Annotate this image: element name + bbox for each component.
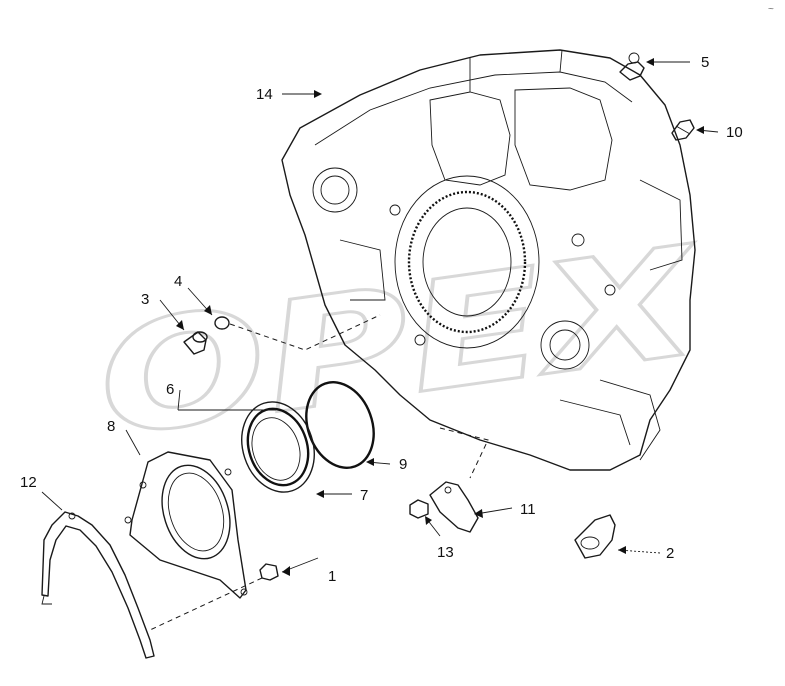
part-8-seal-housing: [124, 451, 248, 599]
part-11-cover: [429, 481, 479, 533]
callout-8: 8: [107, 418, 115, 435]
part-10-fitting: [671, 119, 695, 141]
callout-4: 4: [174, 273, 182, 290]
part-12-bracket: [41, 511, 155, 659]
callout-7: 7: [360, 487, 368, 504]
callout-2: 2: [666, 545, 674, 562]
callout-14: 14: [256, 86, 273, 103]
part-3-plug: [183, 331, 208, 355]
callout-3: 3: [141, 291, 149, 308]
callout-6: 6: [166, 381, 174, 398]
part-13-bolt: [409, 499, 429, 519]
watermark: OPEX: [88, 214, 715, 471]
leader-11: [439, 427, 489, 479]
corner-mark: ~: [768, 4, 774, 15]
part-2-bracket: [574, 514, 616, 559]
callout-5: 5: [701, 54, 709, 71]
callout-leaders: [41, 58, 719, 576]
flywheel-housing: [281, 49, 696, 471]
callout-labels: 1 2 3 4 5 6 7 8 9 10 11 12 13 14: [20, 54, 743, 585]
callout-1: 1: [328, 568, 336, 585]
callout-11: 11: [520, 501, 536, 518]
part-7-seal: [241, 401, 315, 493]
callout-12: 12: [20, 474, 37, 491]
part-9-oring: [305, 381, 375, 469]
leader-1: [149, 577, 263, 631]
part-1-bolt: [259, 563, 279, 581]
part-4-washer: [214, 316, 230, 330]
callout-13: 13: [437, 544, 454, 561]
part-5-plug: [619, 52, 645, 81]
callout-10: 10: [726, 124, 743, 141]
callout-9: 9: [399, 456, 407, 473]
